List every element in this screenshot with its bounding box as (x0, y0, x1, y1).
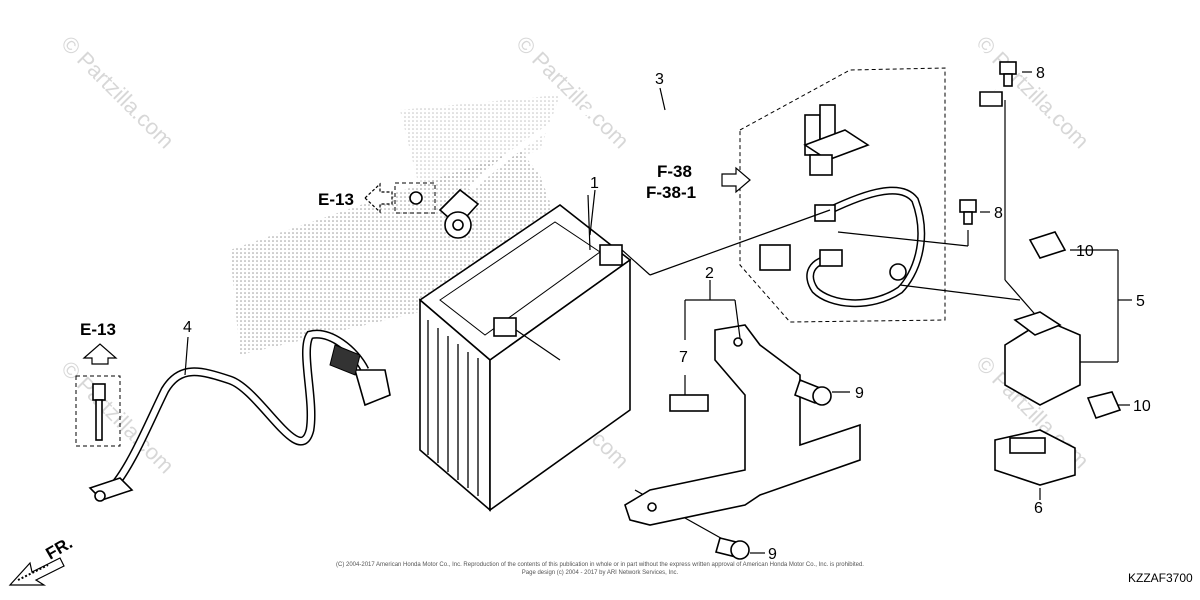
part-3-cable[interactable] (438, 36, 1003, 239)
part-9-bolt-lower[interactable] (715, 537, 750, 560)
callout-4: 4 (183, 319, 192, 336)
front-direction-indicator: FR. (8, 533, 76, 586)
callout-9-upper: 9 (855, 385, 864, 402)
dot-shading (230, 95, 560, 355)
callout-1: 1 (590, 175, 599, 192)
part-4-cable[interactable] (88, 329, 391, 502)
ref-f38-label: F-38 (657, 162, 692, 181)
watermark-1: © Partzilla.com (56, 31, 179, 154)
part-5-relay[interactable] (1004, 311, 1081, 406)
relay-block (759, 244, 791, 271)
copyright-line-2: Page design (c) 2004 - 2017 by ARI Netwo… (522, 570, 679, 576)
callout-7: 7 (679, 349, 688, 366)
relay-harness-group[interactable] (739, 67, 946, 323)
callout-leaders (184, 71, 1132, 554)
callout-8-upper: 8 (1036, 65, 1045, 82)
part-8-bolt-upper[interactable] (999, 61, 1017, 87)
callout-10-lower: 10 (1133, 398, 1151, 415)
callout-3: 3 (655, 71, 664, 88)
ref-e13-left-label: E-13 (80, 320, 116, 339)
part-10-fuse-lower[interactable] (1086, 391, 1122, 419)
part-1-battery[interactable] (418, 204, 632, 512)
diagram-code: KZZAF3700 (1128, 571, 1193, 585)
watermark-4: © Partzilla.com (56, 356, 179, 479)
callout-10-upper: 10 (1076, 243, 1094, 260)
callout-8-lower: 8 (994, 205, 1003, 222)
part-9-bolt-upper[interactable] (794, 378, 832, 406)
callout-5: 5 (1136, 293, 1145, 310)
part-7-pad[interactable] (669, 394, 709, 412)
ref-f38-1-label: F-38-1 (646, 183, 696, 202)
callout-2: 2 (705, 265, 714, 282)
front-label: FR. (43, 533, 76, 563)
bolt-left[interactable] (75, 375, 121, 447)
part-10-fuse-upper[interactable] (1028, 231, 1067, 259)
ref-e13-top-label: E-13 (318, 190, 354, 209)
connector-part (803, 104, 870, 176)
part-8-bolt-lower[interactable] (959, 199, 977, 225)
ref-e13-left[interactable]: E-13 (80, 320, 118, 365)
part-2-bracket[interactable] (624, 324, 861, 526)
part-6-fuse-box[interactable] (994, 429, 1076, 486)
callouts: 1 2 3 4 5 6 7 8 8 9 9 10 10 (183, 65, 1151, 563)
callout-9-lower: 9 (768, 546, 777, 563)
copyright-line-1: (C) 2004-2017 American Honda Motor Co., … (336, 562, 864, 568)
callout-6: 6 (1034, 500, 1043, 517)
ref-e13-top[interactable]: E-13 (318, 182, 436, 214)
ref-f38[interactable]: F-38 F-38-1 (646, 162, 751, 202)
